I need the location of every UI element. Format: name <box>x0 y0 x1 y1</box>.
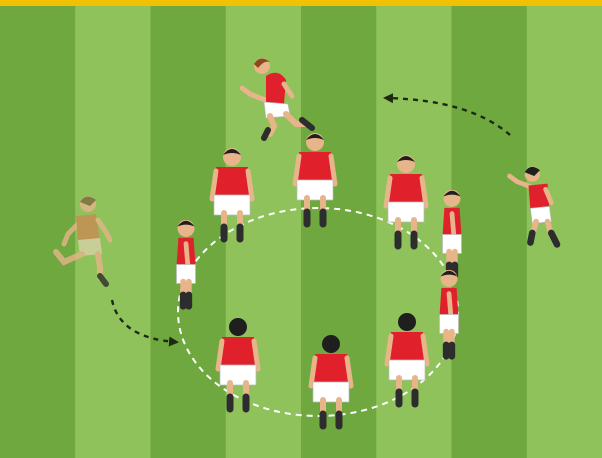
grass-stripe <box>0 6 76 458</box>
grass-stripe <box>527 6 602 458</box>
grass-stripe <box>452 6 528 458</box>
top-border <box>0 0 602 6</box>
